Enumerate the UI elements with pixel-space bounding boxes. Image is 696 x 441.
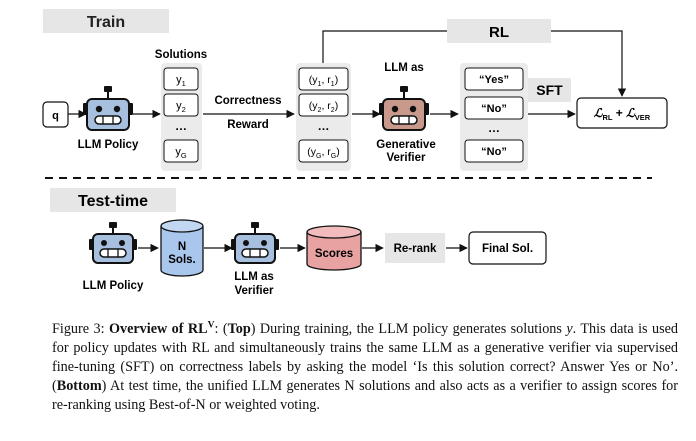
rewarded-ellipsis: …: [318, 119, 330, 133]
test-section-label: Test-time: [78, 193, 148, 210]
loss-label: ℒRL + ℒVER: [594, 106, 651, 122]
verdict-text-1: “Yes”: [479, 74, 509, 86]
solution-box-2: [163, 93, 199, 117]
rerank-label: Re-rank: [394, 243, 437, 255]
rewarded-box-2: [298, 93, 349, 117]
loss-box: [576, 97, 668, 129]
test-llm-policy-robot-icon: [89, 222, 137, 264]
train-section-label: Train: [87, 14, 125, 31]
rewarded-text-2: (y2, r2): [309, 100, 338, 114]
test-verifier-robot-icon: [231, 222, 279, 264]
n-sols-label-2: Sols.: [168, 254, 195, 266]
solution-text-1: y1: [176, 74, 186, 88]
generative-verifier-robot-icon: [379, 86, 429, 131]
query-label: q: [52, 110, 59, 122]
correctness-label: Correctness: [214, 95, 281, 107]
rewarded-box-g: [298, 139, 349, 163]
solution-box-g: [163, 139, 199, 163]
solution-text-g: yG: [175, 146, 187, 160]
sft-label: SFT: [536, 82, 563, 98]
train-section-header: [43, 9, 169, 33]
verdict-ellipsis: …: [488, 121, 500, 135]
rewarded-box-1: [298, 67, 349, 91]
rl-arrow-to-loss: [551, 30, 627, 97]
final-solution-label: Final Sol.: [482, 243, 533, 255]
diagram: Train q LLM Policy Solutions y1 y2 … yG …: [42, 9, 668, 297]
scores-label: Scores: [315, 248, 353, 260]
llm-policy-label: LLM Policy: [78, 139, 139, 151]
verdict-box-1: [464, 67, 524, 91]
rewarded-text-g: (yG, rG): [307, 146, 340, 160]
solution-box-1: [163, 67, 199, 91]
test-verifier-label-2: Verifier: [235, 285, 275, 297]
rl-arrow: [322, 30, 447, 63]
reward-label: Reward: [227, 119, 269, 131]
test-verifier-label-1: LLM as: [234, 271, 274, 283]
test-llm-policy-label: LLM Policy: [83, 280, 144, 292]
n-sols-label-1: N: [178, 241, 186, 253]
verdict-text-3: “No”: [481, 146, 507, 158]
verifier-top-label: LLM as: [384, 62, 424, 74]
verdict-box-3: [464, 139, 524, 163]
solution-ellipsis: …: [175, 119, 187, 133]
test-section-header: [50, 188, 176, 212]
scores-database-icon: [306, 225, 362, 271]
solutions-header: Solutions: [155, 49, 207, 61]
rewarded-text-1: (y1, r1): [309, 74, 338, 88]
verifier-bottom-label-2: Verifier: [387, 152, 427, 164]
caption-title: Overview of RLV: [108, 320, 215, 337]
llm-policy-robot-icon: [83, 86, 133, 131]
rl-label: RL: [489, 24, 509, 41]
final-solution-box: [468, 231, 547, 265]
verdict-text-2: “No”: [481, 103, 507, 115]
rl-label-box: [447, 19, 551, 43]
sft-label-box: [528, 78, 571, 102]
n-solutions-database-icon: [160, 219, 204, 277]
rerank-box: [385, 233, 445, 263]
solution-text-2: y2: [176, 100, 186, 114]
figure-caption: Figure 3: Overview of RLV: (Top) During …: [52, 320, 678, 413]
verdict-box-2: [464, 96, 524, 120]
verifier-bottom-label-1: Generative: [376, 139, 435, 151]
